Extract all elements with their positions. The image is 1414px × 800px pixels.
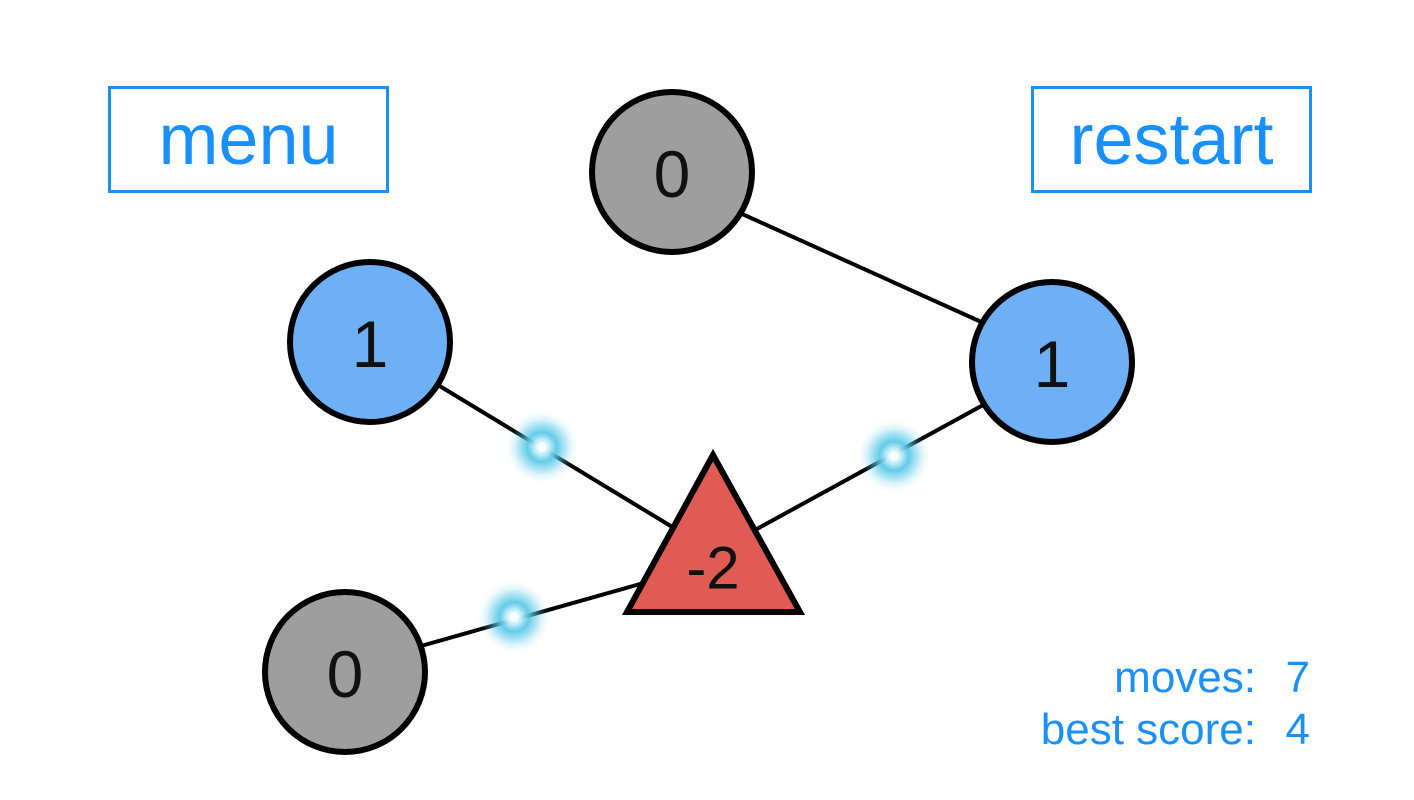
node-value-label: 1 — [1034, 327, 1071, 401]
node-value-label: 0 — [654, 137, 691, 211]
restart-button-label: restart — [1069, 99, 1274, 180]
edge-marker-left-center[interactable] — [505, 410, 579, 484]
restart-button[interactable]: restart — [1031, 86, 1312, 193]
edge-marker-bottom-center[interactable] — [477, 580, 551, 654]
node-right-blue[interactable]: 1 — [969, 279, 1135, 445]
best-score-value: 4 — [1285, 705, 1310, 755]
node-value-label: -2 — [686, 535, 739, 602]
node-center-red-triangle[interactable]: -2 — [621, 448, 806, 615]
node-circle[interactable] — [589, 89, 755, 255]
node-value-label: 0 — [327, 637, 364, 711]
node-circle[interactable] — [262, 589, 428, 755]
node-circle[interactable] — [969, 279, 1135, 445]
edge-top-to-right[interactable] — [738, 211, 990, 327]
moves-value: 7 — [1285, 653, 1310, 703]
node-bottom-gray[interactable]: 0 — [262, 589, 428, 755]
menu-button[interactable]: menu — [108, 86, 389, 193]
node-circle[interactable] — [287, 259, 453, 425]
node-value-label: 1 — [352, 307, 389, 381]
moves-label: moves: — [1114, 653, 1256, 703]
node-top-gray[interactable]: 0 — [589, 89, 755, 255]
edge-marker-right-center[interactable] — [857, 419, 931, 493]
best-score-row: best score: 4 — [1041, 704, 1310, 756]
node-group: 0 1 1 0 -2 — [262, 89, 1135, 755]
best-score-label: best score: — [1040, 705, 1256, 755]
node-triangle[interactable] — [621, 448, 806, 615]
score-panel: moves: 7 best score: 4 — [1041, 652, 1310, 756]
menu-button-label: menu — [158, 99, 339, 180]
node-left-blue[interactable]: 1 — [287, 259, 453, 425]
moves-row: moves: 7 — [1041, 652, 1310, 704]
